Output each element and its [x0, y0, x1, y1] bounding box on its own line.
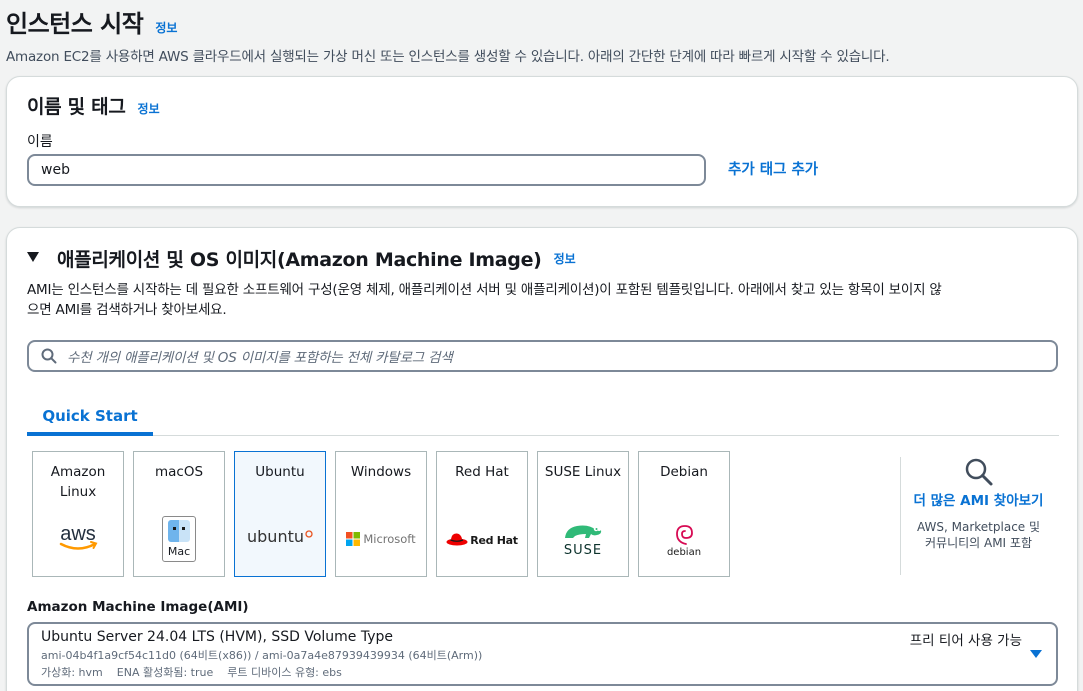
tab-quick-start[interactable]: Quick Start — [27, 400, 153, 436]
mac-logo-text: Mac — [167, 545, 191, 558]
os-tile-label: Red Hat — [455, 464, 509, 480]
redhat-logo-icon: Red Hat — [437, 532, 527, 548]
ami-description-line1: AMI는 인스턴스를 시작하는 데 필요한 소프트웨어 구성(운영 체제, 애플… — [27, 282, 942, 298]
ami-attributes: 가상화: hvm ENA 활성화됨: true 루트 디바이스 유형: ebs — [41, 664, 1044, 680]
ami-description-line2: 으면 AMI를 검색하거나 찾아보세요. — [27, 302, 227, 318]
ami-tabs: Quick Start — [27, 400, 1059, 436]
ami-select[interactable]: Ubuntu Server 24.04 LTS (HVM), SSD Volum… — [27, 622, 1058, 686]
name-tags-info-link[interactable]: 정보 — [137, 102, 160, 116]
browse-more-amis[interactable]: 더 많은 AMI 찾아보기 AWS, Marketplace 및 커뮤니티의 A… — [900, 457, 1056, 575]
os-tile-label: Debian — [660, 464, 708, 480]
ami-name: Ubuntu Server 24.04 LTS (HVM), SSD Volum… — [41, 629, 394, 645]
ami-root-device: 루트 디바이스 유형: ebs — [227, 666, 342, 679]
microsoft-logo-text: Microsoft — [363, 532, 416, 546]
os-tile-red-hat[interactable]: Red Hat Red Hat — [436, 451, 528, 577]
chevron-down-icon[interactable] — [1030, 650, 1042, 658]
collapse-caret-icon[interactable] — [27, 251, 39, 262]
search-icon — [41, 348, 57, 364]
ami-description: AMI는 인스턴스를 시작하는 데 필요한 소프트웨어 구성(운영 체제, 애플… — [27, 280, 1057, 320]
os-tile-ubuntu[interactable]: Ubuntu ubuntu — [234, 451, 326, 577]
ami-panel: 애플리케이션 및 OS 이미지(Amazon Machine Image) 정보… — [6, 227, 1078, 691]
page-info-link[interactable]: 정보 — [155, 21, 178, 35]
page-header: 인스턴스 시작 정보 Amazon EC2를 사용하면 AWS 클라우드에서 실… — [6, 4, 1076, 65]
suse-logo-text: SUSE — [563, 543, 603, 558]
os-tile-label: Ubuntu — [255, 464, 305, 480]
suse-logo-icon: SUSE — [538, 522, 628, 558]
ami-info-link[interactable]: 정보 — [553, 252, 576, 266]
page-description: Amazon EC2를 사용하면 AWS 클라우드에서 실행되는 가상 머신 또… — [6, 49, 890, 65]
os-tiles: Amazon Linux aws macOS Mac — [32, 451, 730, 577]
mac-finder-icon: Mac — [134, 516, 224, 562]
ami-ids: ami-04b4f1a9cf54c11d0 (64비트(x86)) / ami-… — [41, 649, 483, 662]
name-and-tags-panel: 이름 및 태그 정보 이름 web 추가 태그 추가 — [6, 76, 1078, 207]
browse-more-amis-link[interactable]: 더 많은 AMI 찾아보기 — [913, 493, 1044, 509]
aws-logo-icon: aws — [33, 522, 123, 552]
ami-ena: ENA 활성화됨: true — [116, 666, 214, 679]
microsoft-logo-icon: Microsoft — [336, 532, 426, 546]
ami-title: 애플리케이션 및 OS 이미지(Amazon Machine Image) — [57, 249, 542, 271]
free-tier-badge: 프리 티어 사용 가능 — [909, 633, 1022, 649]
page-title: 인스턴스 시작 — [6, 10, 144, 38]
os-tile-label: SUSE Linux — [544, 464, 622, 480]
ubuntu-logo-text: ubuntu — [247, 527, 304, 546]
name-tags-title: 이름 및 태그 — [27, 96, 126, 118]
search-icon — [965, 458, 992, 486]
name-input[interactable]: web — [27, 154, 706, 186]
os-tile-label: Amazon Linux — [50, 464, 106, 500]
os-tile-macos[interactable]: macOS Mac — [133, 451, 225, 577]
os-tile-label: Windows — [350, 464, 412, 480]
ami-select-label: Amazon Machine Image(AMI) — [27, 599, 249, 615]
debian-logo-text: debian — [666, 547, 702, 558]
search-placeholder: 수천 개의 애플리케이션 및 OS 이미지를 포함하는 전체 카탈로그 검색 — [67, 350, 453, 366]
browse-more-amis-subtext: AWS, Marketplace 및 커뮤니티의 AMI 포함 — [916, 520, 1041, 550]
os-tile-windows[interactable]: Windows Microsoft — [335, 451, 427, 577]
os-tile-amazon-linux[interactable]: Amazon Linux aws — [32, 451, 124, 577]
name-input-value: web — [41, 162, 70, 178]
ubuntu-logo-icon: ubuntu — [235, 527, 325, 546]
ami-virtualization: 가상화: hvm — [41, 666, 103, 679]
ami-search-input[interactable]: 수천 개의 애플리케이션 및 OS 이미지를 포함하는 전체 카탈로그 검색 — [27, 340, 1058, 372]
name-label: 이름 — [27, 134, 53, 150]
os-tile-label: macOS — [154, 464, 204, 480]
add-tags-link[interactable]: 추가 태그 추가 — [728, 162, 819, 178]
redhat-logo-text: Red Hat — [470, 533, 518, 547]
os-tile-suse-linux[interactable]: SUSE Linux SUSE — [537, 451, 629, 577]
os-tile-debian[interactable]: Debian debian — [638, 451, 730, 577]
debian-logo-icon: debian — [639, 523, 729, 558]
aws-logo-text: aws — [60, 523, 96, 545]
